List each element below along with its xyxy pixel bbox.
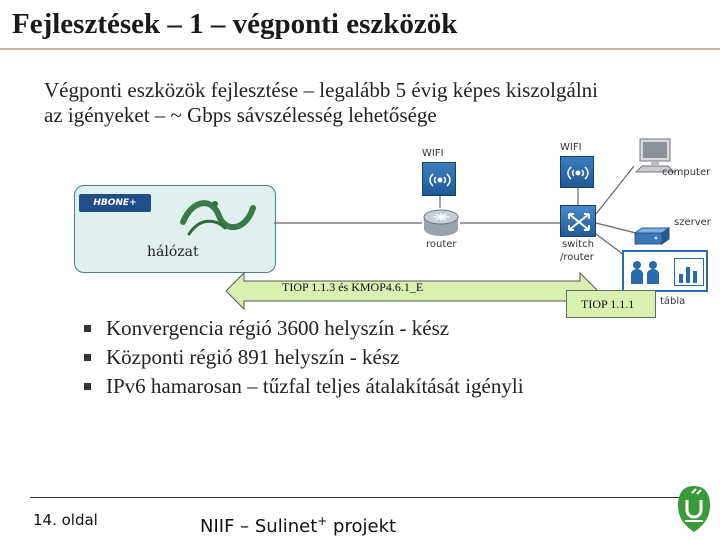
switch-device (560, 205, 596, 237)
wifi-right-label: WIFI (560, 142, 582, 153)
server-label: szerver (674, 217, 711, 228)
bullet-item: IPv6 hamarosan – tűzfal teljes átalakítá… (84, 372, 524, 401)
switch-label-1: switch (562, 239, 594, 250)
hbone-logo: HBONE+ (79, 194, 151, 212)
network-label: hálózat (147, 244, 199, 260)
footer-project-suffix: projekt (327, 516, 397, 537)
bullet-item: Központi régió 891 helyszín - kész (84, 343, 524, 372)
hbone-logo-text: HBONE+ (93, 198, 137, 208)
bullet-text: Központi régió 891 helyszín - kész (106, 345, 400, 369)
wifi-icon (429, 173, 451, 187)
niif-logo-icon (180, 200, 256, 236)
wifi-left-label: WIFI (422, 148, 444, 159)
board-label: tábla (660, 296, 686, 307)
bar-chart-icon (674, 258, 704, 286)
wifi-right-device (560, 156, 594, 188)
bullet-list: Konvergencia régió 3600 helyszín - kész … (84, 314, 524, 401)
footer-divider (30, 497, 686, 498)
tiop-box: TIOP 1.1.1 (566, 290, 656, 318)
page-number: 14. oldal (33, 511, 98, 529)
wifi-icon (567, 166, 589, 180)
bullet-text: IPv6 hamarosan – tűzfal teljes átalakítá… (106, 374, 524, 398)
title-divider (0, 48, 720, 50)
switch-icon (568, 213, 590, 231)
computer-icon (634, 138, 676, 173)
switch-label-2: /router (560, 252, 594, 263)
footer-project-name: NIIF – Sulinet (200, 516, 318, 537)
intro-text: Végponti eszközök fejlesztése – legalább… (44, 78, 598, 128)
bullet-item: Konvergencia régió 3600 helyszín - kész (84, 314, 524, 343)
footer-project: NIIF – Sulinet+ projekt (200, 514, 396, 537)
router-device (422, 208, 460, 238)
server-device (633, 227, 671, 245)
new-hungary-logo (676, 484, 712, 534)
bullet-marker (84, 354, 91, 361)
router-icon (423, 209, 459, 236)
interactive-board (622, 250, 708, 292)
network-cloud: HBONE+ hálózat (74, 185, 276, 273)
intro-line-1: Végponti eszközök fejlesztése – legalább… (44, 78, 598, 102)
server-icon (633, 227, 671, 245)
computer-label: computer (662, 167, 711, 178)
tiop-arrow-label: TIOP 1.1.3 és KMOP4.6.1_E (282, 280, 424, 294)
intro-line-2: az igényeket – ~ Gbps sávszélesség lehet… (44, 103, 437, 127)
bullet-marker (84, 383, 91, 390)
wifi-left-device (422, 162, 456, 196)
computer-device (634, 138, 676, 174)
new-hungary-logo-icon (678, 486, 710, 532)
tiop-box-label: TIOP 1.1.1 (581, 297, 635, 311)
router-label: router (426, 239, 457, 250)
slide-title: Fejlesztések – 1 – végponti eszközök (12, 8, 458, 40)
bullet-text: Konvergencia régió 3600 helyszín - kész (106, 316, 450, 340)
bullet-marker (84, 325, 91, 332)
footer-plus: + (317, 514, 328, 528)
people-icon (631, 261, 659, 284)
